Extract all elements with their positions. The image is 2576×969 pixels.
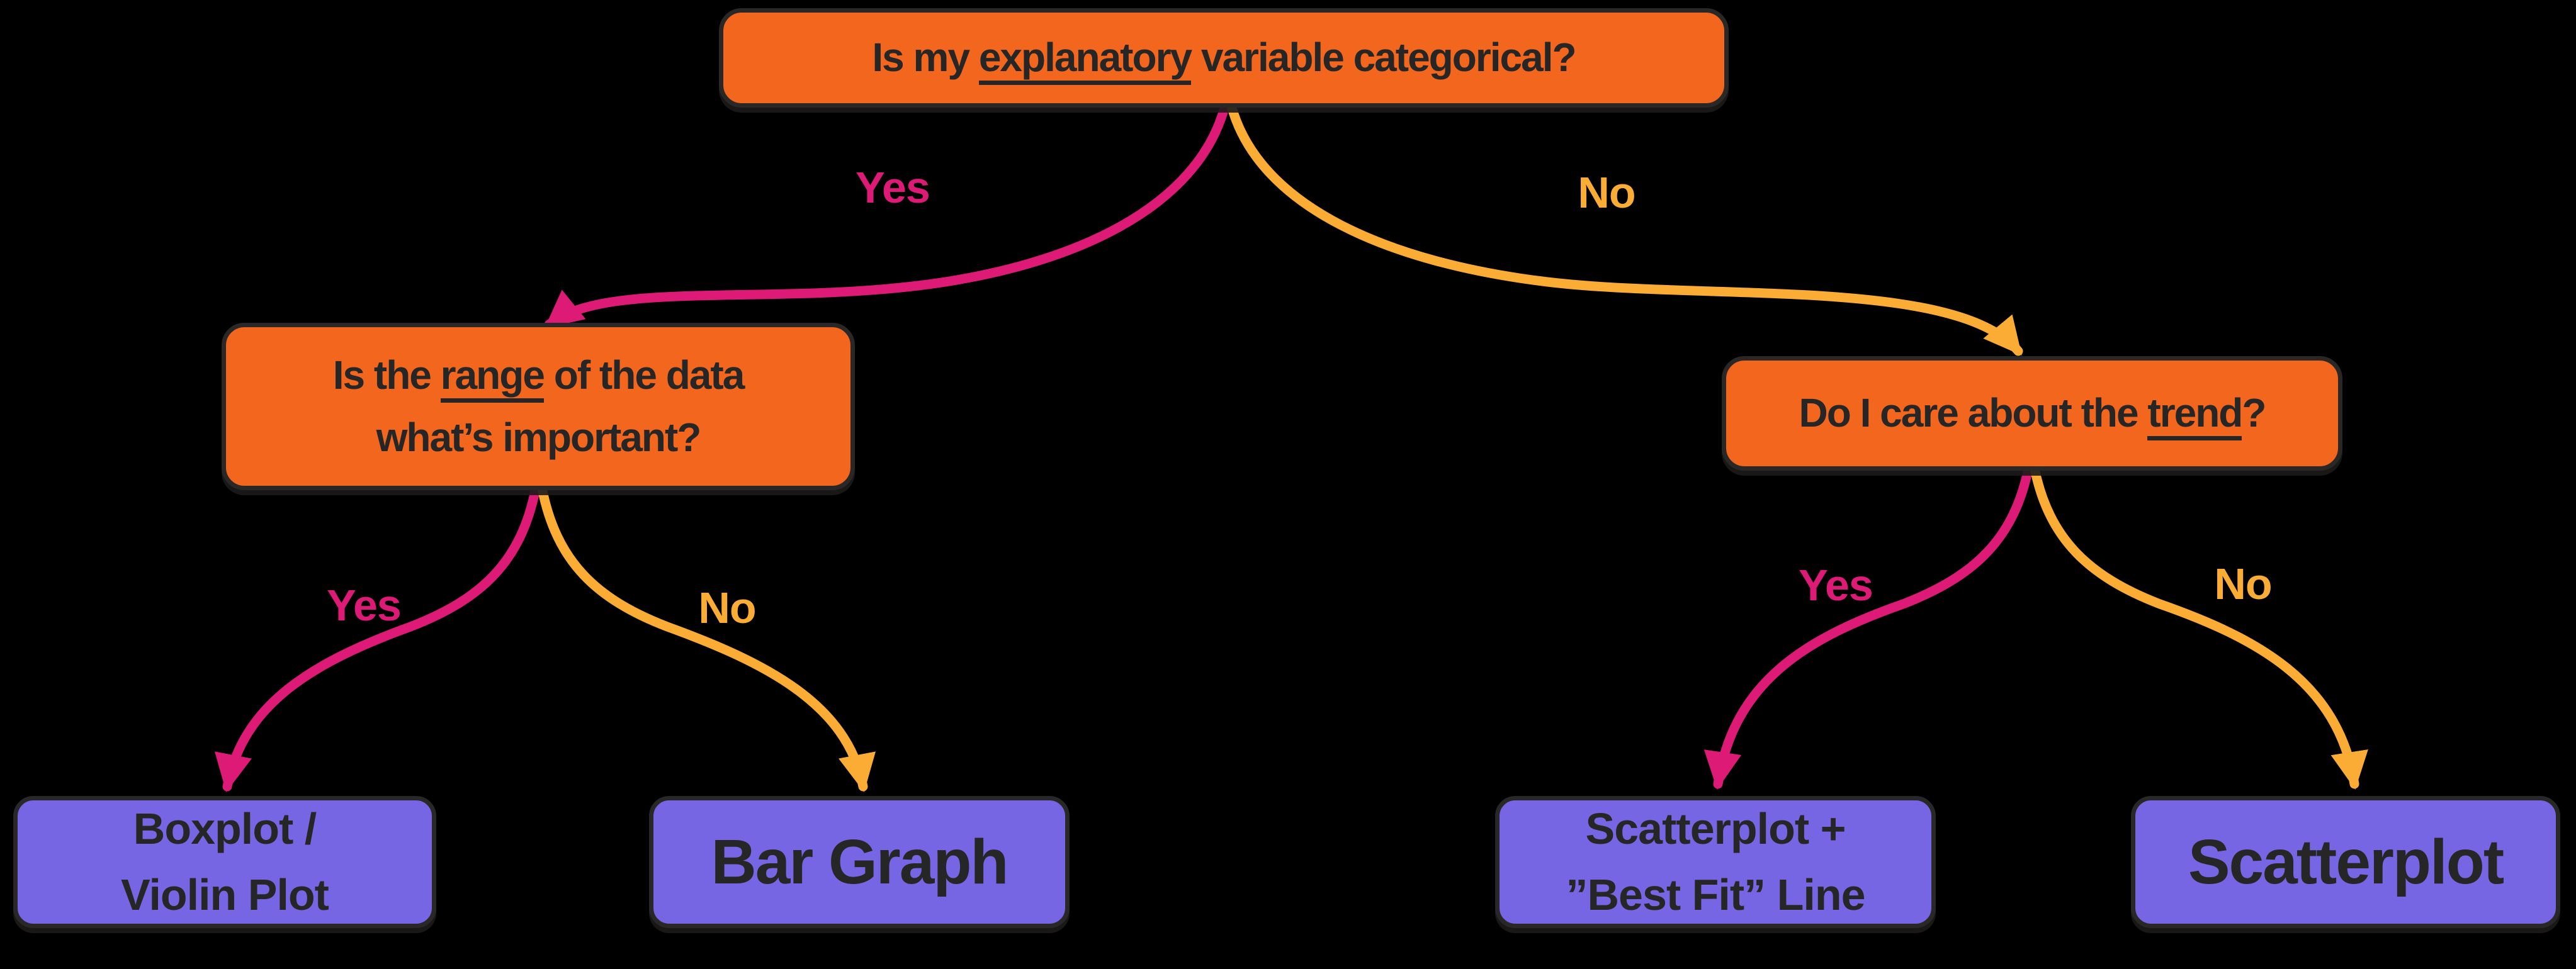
decision-node-range: Is the range of the data what’s importan…	[222, 323, 855, 490]
leaf-line: Boxplot /	[133, 804, 317, 853]
edge-root-no-curve	[1226, 101, 2023, 356]
edge-root-yes-curve	[544, 101, 1230, 330]
leaf-scatterplot: Scatterplot	[2131, 796, 2560, 928]
question-text-pre: Do I care about the	[1799, 390, 2148, 436]
leaf-bar-graph: Bar Graph	[649, 796, 1070, 928]
edge-label-root-no: No	[1578, 168, 1635, 217]
edge-trend-yes-curve	[1703, 464, 2033, 790]
edge-label-range-yes: Yes	[327, 581, 402, 630]
question-text-post: ?	[2242, 390, 2266, 436]
edge-label-root-yes: Yes	[856, 163, 930, 212]
edge-label-trend-no: No	[2214, 559, 2272, 608]
decision-node-root: Is my explanatory variable categorical?	[719, 8, 1729, 108]
question-line: what’s important?	[376, 415, 702, 460]
leaf-line: Scatterplot +	[1585, 804, 1846, 853]
edge-range-yes-curve	[215, 483, 541, 792]
question-line: Is my explanatory variable categorical?	[872, 26, 1577, 89]
underlined-word: trend	[2147, 390, 2243, 441]
question-text-post: variable categorical?	[1191, 35, 1577, 81]
edge-trend-no-curve	[2030, 464, 2368, 790]
decision-node-trend: Do I care about the trend?	[1722, 356, 2342, 471]
leaf-line: Violin Plot	[121, 870, 329, 919]
question-text-pre: Is the	[332, 352, 441, 398]
leaf-scatterplot-best-fit: Scatterplot + ”Best Fit” Line	[1495, 796, 1936, 928]
question-text-pre: Is my	[872, 35, 979, 81]
leaf-boxplot-violin: Boxplot / Violin Plot	[13, 796, 436, 928]
question-text-post: of the data	[543, 352, 745, 398]
edge-range-no-curve	[537, 483, 876, 792]
leaf-line: Scatterplot	[2188, 826, 2504, 897]
question-line: Do I care about the trend?	[1799, 382, 2266, 444]
underlined-word: explanatory	[978, 35, 1192, 86]
edge-label-trend-yes: Yes	[1799, 561, 1873, 610]
leaf-line: Bar Graph	[711, 826, 1008, 897]
leaf-line: ”Best Fit” Line	[1566, 870, 1865, 919]
edge-label-range-no: No	[698, 583, 756, 632]
underlined-word: range	[440, 352, 545, 403]
question-line: Is the range of the data	[332, 344, 745, 406]
